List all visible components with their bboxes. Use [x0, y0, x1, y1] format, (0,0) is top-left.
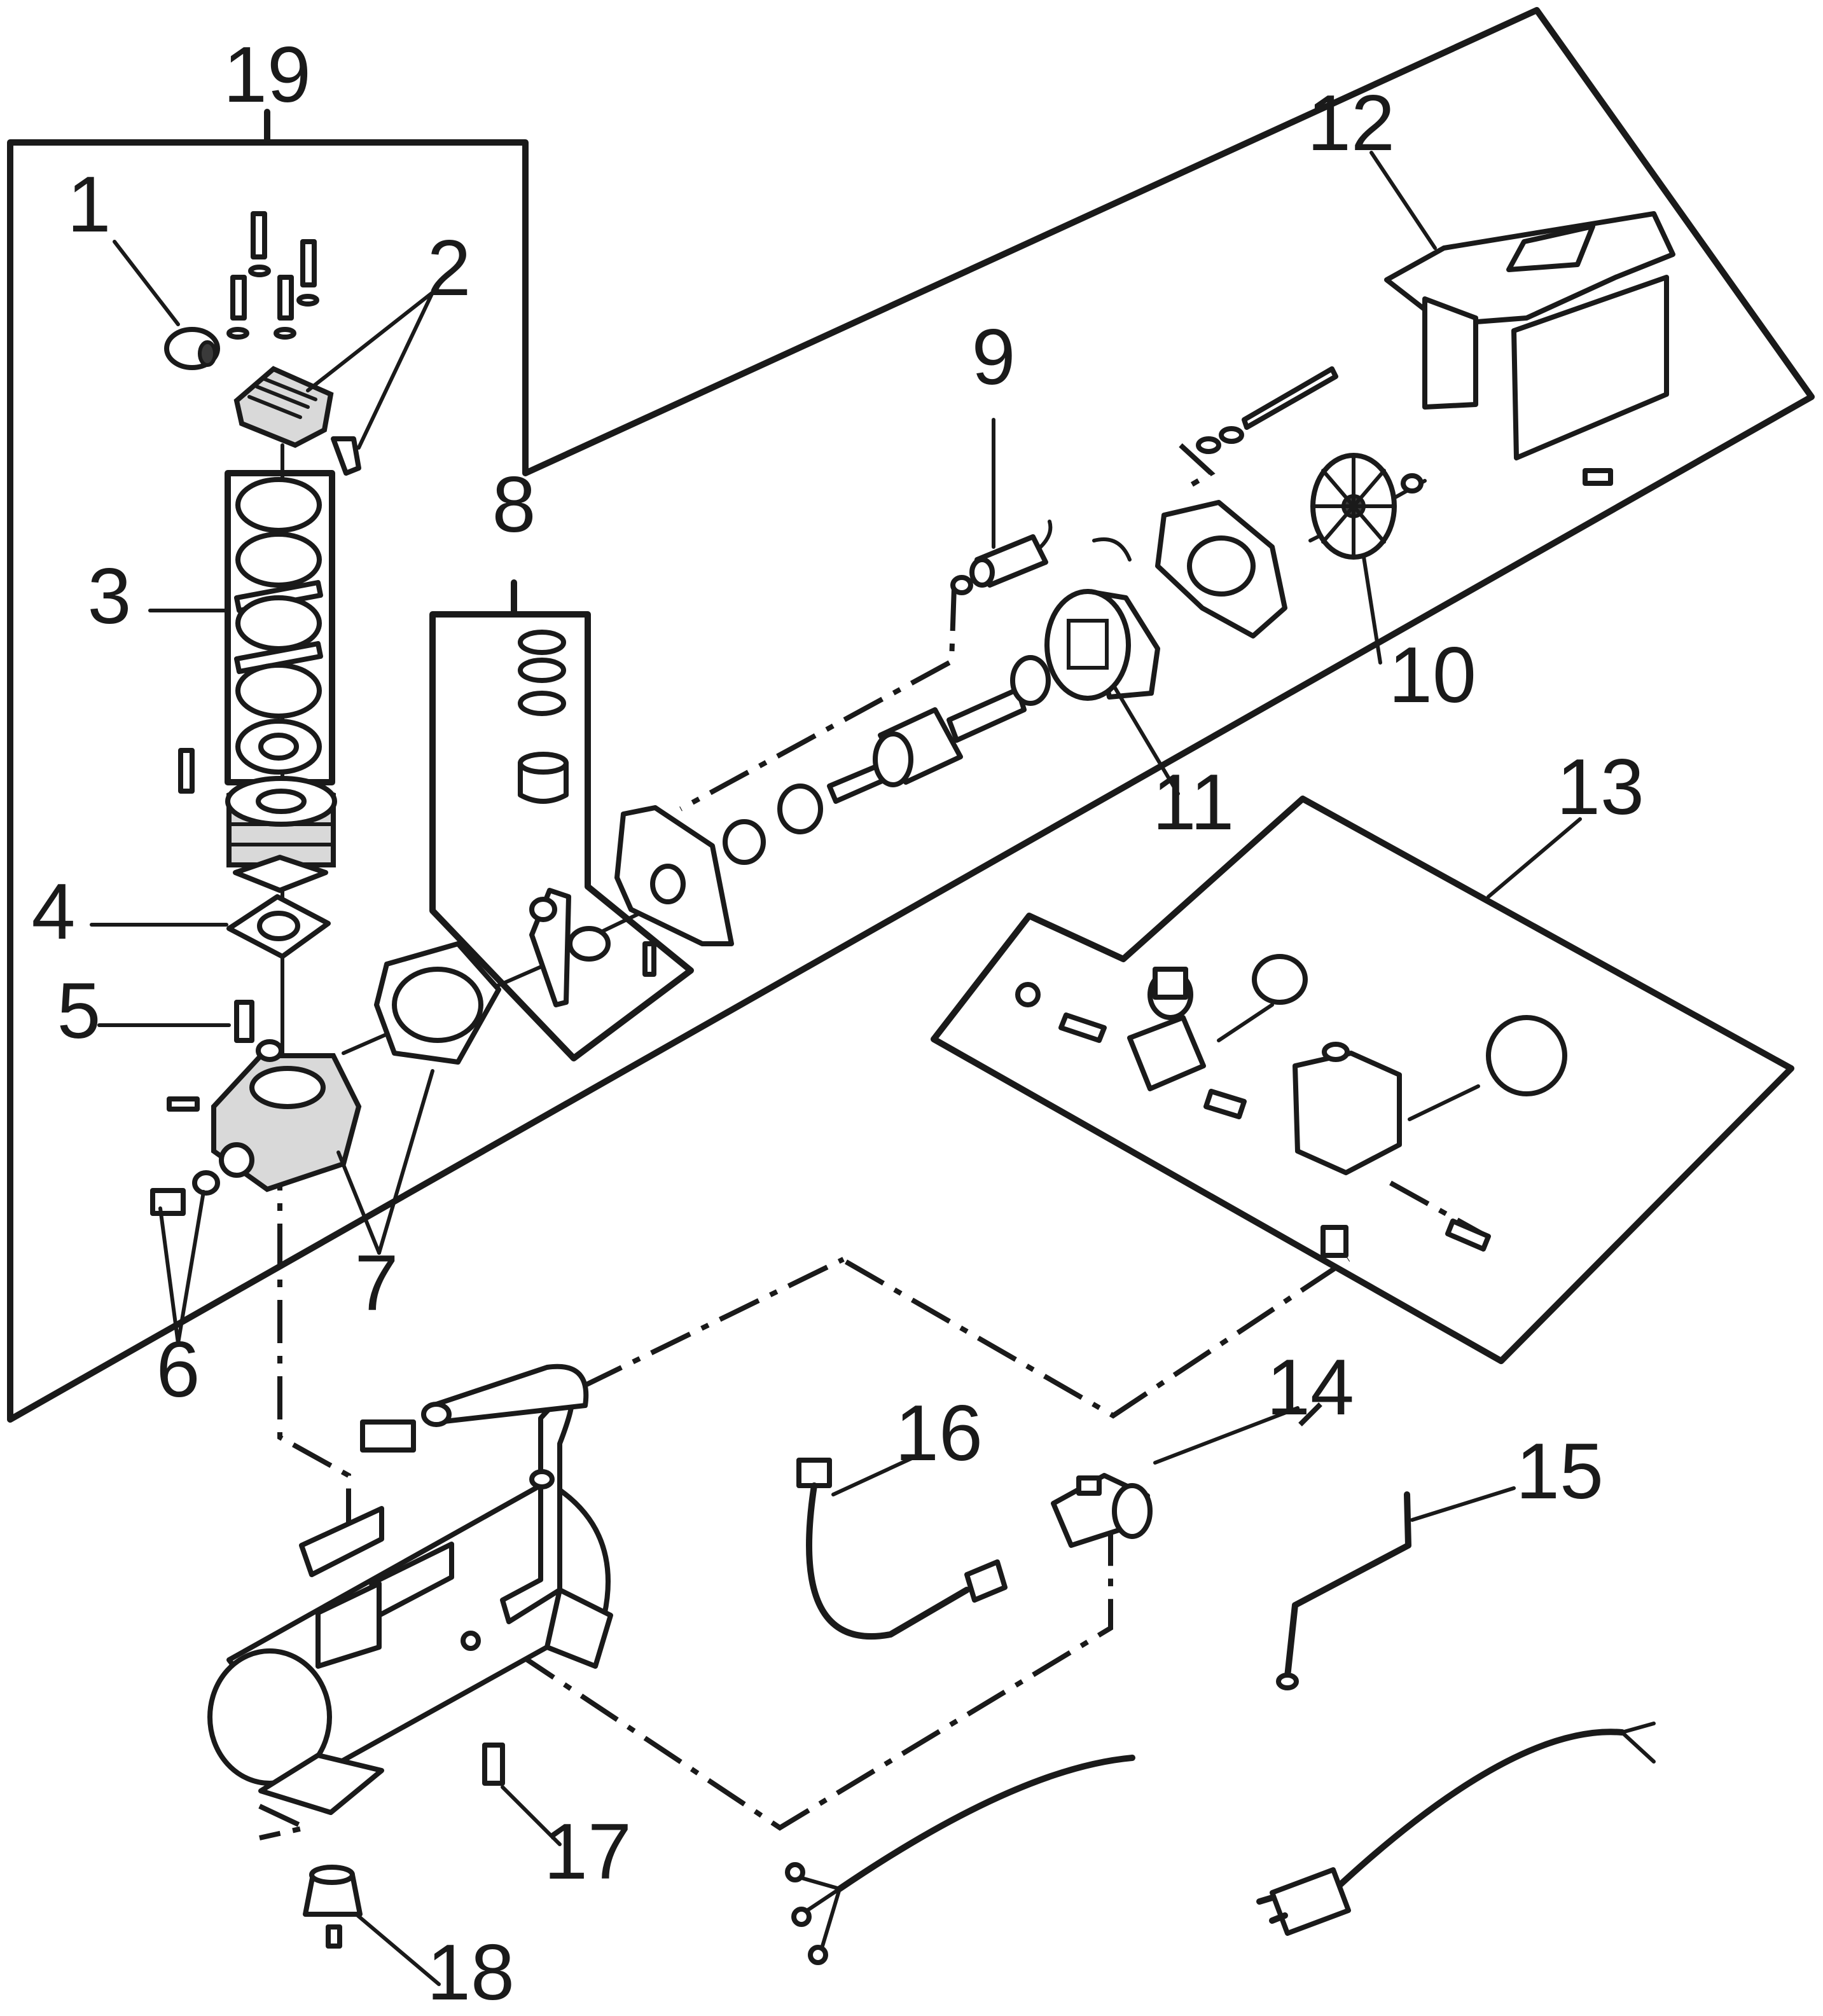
- air-tank: [207, 1364, 613, 1815]
- callout-16: 16: [895, 1390, 983, 1477]
- outlet-hose: [796, 1458, 1008, 1640]
- callout-12: 12: [1307, 79, 1395, 167]
- steel-rod: [1276, 1491, 1411, 1690]
- pressure-switch-frame: [931, 796, 1794, 1364]
- cylinder: [178, 748, 337, 893]
- fan-shroud: [1384, 211, 1675, 486]
- crankcase: [167, 941, 501, 1192]
- stator: [1044, 537, 1160, 701]
- valve-plates: [234, 477, 323, 775]
- callout-leaders: [90, 151, 1582, 1986]
- drain-plug: [150, 1170, 220, 1216]
- callout-15: 15: [1516, 1428, 1604, 1515]
- callout-3: 3: [88, 553, 132, 640]
- outlet-fitting: [1051, 1473, 1153, 1548]
- motor-cable: [785, 1755, 1135, 1965]
- callout-14: 14: [1266, 1344, 1354, 1432]
- callout-17: 17: [544, 1808, 632, 1896]
- cooling-fan: [1310, 453, 1424, 560]
- callout-4: 4: [32, 868, 76, 956]
- regulator-pressure-switch: [1015, 954, 1567, 1258]
- callout-5: 5: [57, 967, 101, 1055]
- cylinder-head: [164, 211, 361, 476]
- callout-2: 2: [427, 224, 471, 312]
- capacitor: [950, 520, 1053, 595]
- motor-end-bell: [1155, 366, 1338, 639]
- callout-8: 8: [492, 461, 536, 549]
- rotor: [827, 655, 1051, 804]
- callout-1: 1: [67, 161, 111, 249]
- callout-6: 6: [156, 1326, 200, 1414]
- callout-13: 13: [1556, 743, 1644, 831]
- drain-valve: [482, 1743, 505, 1786]
- pump-motor-assembly-frame: [7, 7, 1815, 1423]
- power-plug-cord: [1256, 1722, 1656, 1936]
- motor-front-cover: [614, 784, 823, 946]
- piston-subassembly-frame: [429, 579, 694, 1061]
- callout-10: 10: [1389, 632, 1476, 719]
- callout-18: 18: [427, 1929, 515, 2016]
- rubber-foot: [303, 1865, 363, 1949]
- callout-9: 9: [972, 314, 1016, 401]
- piston-assembly: [518, 630, 656, 1007]
- head-bolts: [226, 211, 319, 340]
- callout-labels: 1 2 3 4 5 6 7 8 9 10 11 12 13 14 15 16 1…: [32, 31, 1644, 2016]
- callout-19: 19: [223, 31, 311, 119]
- callout-7: 7: [355, 1239, 399, 1327]
- callout-11: 11: [1153, 759, 1235, 846]
- gasket-hole: [257, 911, 300, 941]
